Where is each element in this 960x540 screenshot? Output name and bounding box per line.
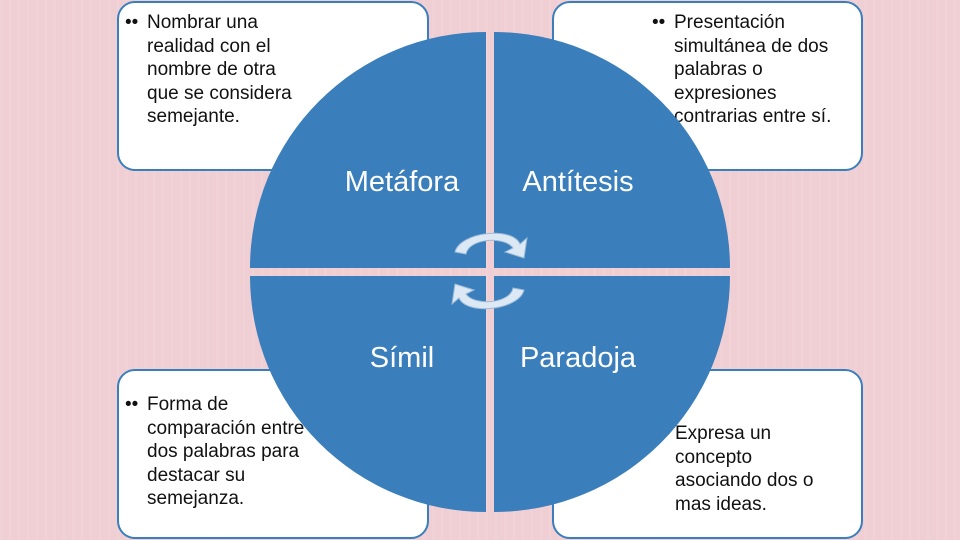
bullet-marker: •• (652, 12, 666, 33)
bullet-marker: •• (125, 394, 139, 415)
paradoja-label: Paradoja (520, 342, 637, 374)
paradoja-description: Expresa un concepto asociando dos o mas … (675, 423, 814, 515)
metafora-description: Nombrar una realidad con el nombre de ot… (147, 12, 292, 127)
antitesis-label: Antítesis (522, 166, 633, 198)
metafora-quadrant (250, 32, 486, 268)
antitesis-quadrant (494, 32, 730, 268)
cycle-arrows-icon (451, 232, 528, 310)
metafora-label: Metáfora (345, 166, 460, 198)
simil-quadrant (250, 276, 486, 512)
simil-label: Símil (370, 342, 434, 374)
simil-description: Forma de comparación entre dos palabras … (147, 394, 305, 509)
bullet-marker: •• (125, 12, 139, 33)
antitesis-description: Presentación simultánea de dos palabras … (674, 12, 832, 127)
paradoja-quadrant (494, 276, 730, 512)
